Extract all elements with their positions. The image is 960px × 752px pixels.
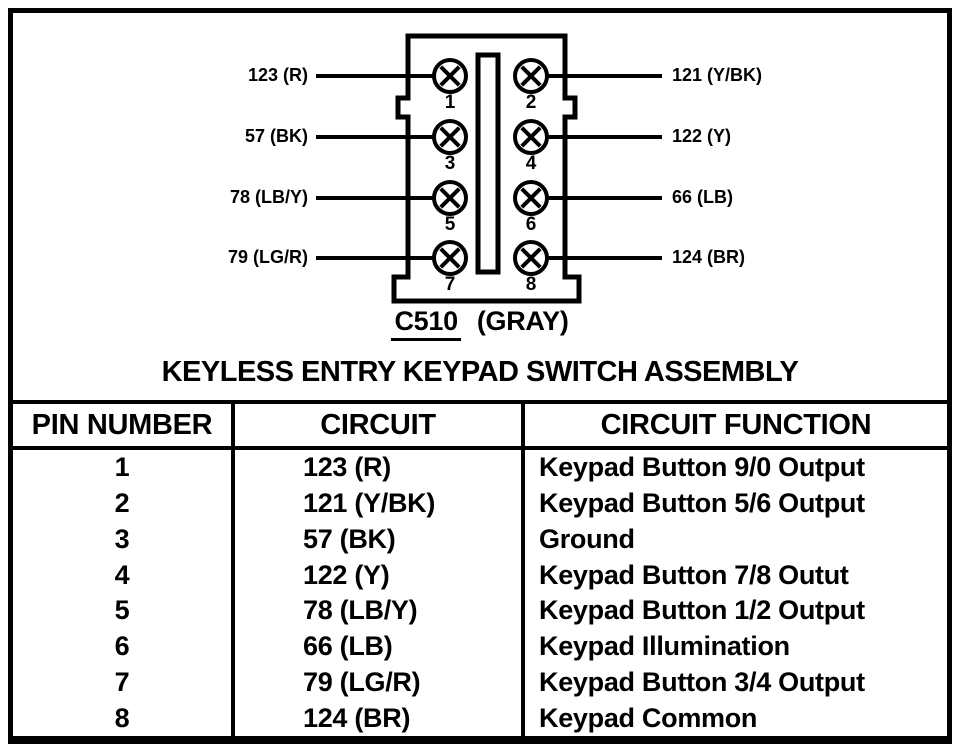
- wire-line-pin8: [545, 256, 662, 260]
- wire-line-pin6: [545, 196, 662, 200]
- table-cell-pin: 3: [13, 521, 235, 558]
- pin-terminal-icon: [432, 119, 468, 155]
- wire-label-pin3: 57 (BK): [244, 126, 308, 146]
- column-header-pin-number: PIN NUMBER: [13, 404, 235, 450]
- wire-label-pin1: 123 (R): [247, 65, 308, 85]
- table-cell-circuit: 122 (Y): [235, 557, 525, 593]
- pin-number: 3: [444, 153, 456, 174]
- wire-label-pin5: 78 (LB/Y): [229, 187, 308, 207]
- connector-caption: C510 (GRAY): [0, 306, 960, 341]
- table-cell-function: Keypad Button 5/6 Output: [539, 488, 865, 519]
- wire-label-pin4: 122 (Y): [672, 126, 732, 146]
- connector-body-drawing: [391, 33, 582, 304]
- pin-number: 1: [444, 92, 456, 113]
- table-cell-function: Keypad Common: [539, 702, 758, 733]
- table-cell-circuit: 124 (BR): [235, 700, 525, 736]
- table-cell-function: Keypad Button 3/4 Output: [539, 666, 865, 697]
- wire-line-pin4: [545, 135, 662, 139]
- table-cell-pin: 5: [13, 593, 235, 629]
- wire-line-pin2: [545, 74, 662, 78]
- pin-number: 6: [525, 214, 537, 235]
- table-cell-circuit: 78 (LB/Y): [235, 593, 525, 629]
- table-cell-circuit: 57 (BK): [235, 521, 525, 558]
- connector-key-slot: [475, 52, 501, 275]
- wire-line-pin7: [316, 256, 436, 260]
- pin-number: 4: [525, 153, 537, 174]
- wire-line-pin1: [316, 74, 436, 78]
- column-header-circuit-function: CIRCUIT FUNCTION: [525, 404, 947, 450]
- wire-line-pin5: [316, 196, 436, 200]
- wire-label-pin6: 66 (LB): [672, 187, 734, 207]
- wire-line-pin3: [316, 135, 436, 139]
- wire-label-pin7: 79 (LG/R): [227, 247, 308, 267]
- pin-terminal-icon: [432, 240, 468, 276]
- pin-terminal-icon: [432, 58, 468, 94]
- table-cell-function: Keypad Button 7/8 Outut: [539, 559, 849, 590]
- wire-label-pin2: 121 (Y/BK): [672, 65, 763, 85]
- connector-id: C510: [391, 306, 461, 341]
- pin-terminal-icon: [432, 180, 468, 216]
- table-cell-pin: 2: [13, 485, 235, 522]
- table-cell-circuit: 79 (LG/R): [235, 664, 525, 701]
- pin-table: PIN NUMBER CIRCUIT CIRCUIT FUNCTION 1 12…: [13, 400, 947, 740]
- table-cell-circuit: 123 (R): [235, 450, 525, 486]
- table-cell-function: Keypad Illumination: [539, 631, 790, 662]
- connector-diagram: 1 2 3 4 5 6 7 8 123 (R) 121 (Y/BK) 57 (B…: [0, 0, 960, 400]
- table-cell-function: Keypad Button 1/2 Output: [539, 595, 865, 626]
- table-cell-function: Ground: [539, 523, 635, 554]
- table-cell-pin: 4: [13, 557, 235, 593]
- table-cell-circuit: 66 (LB): [235, 628, 525, 665]
- pin-terminal-icon: [513, 119, 549, 155]
- pin-number: 8: [525, 274, 537, 295]
- wire-label-pin8: 124 (BR): [672, 247, 746, 267]
- table-cell-circuit: 121 (Y/BK): [235, 485, 525, 522]
- pin-number: 2: [525, 92, 537, 113]
- table-cell-pin: 1: [13, 450, 235, 486]
- connector-color-label: (GRAY): [476, 306, 569, 336]
- pin-terminal-icon: [513, 58, 549, 94]
- table-cell-function: Keypad Button 9/0 Output: [539, 452, 865, 483]
- pin-terminal-icon: [513, 240, 549, 276]
- page-border: [8, 8, 952, 744]
- diagram-title: KEYLESS ENTRY KEYPAD SWITCH ASSEMBLY: [161, 356, 799, 388]
- table-cell-pin: 8: [13, 700, 235, 736]
- pin-number: 5: [444, 214, 456, 235]
- table-cell-pin: 7: [13, 664, 235, 701]
- table-cell-pin: 6: [13, 628, 235, 665]
- column-header-circuit: CIRCUIT: [235, 404, 525, 450]
- pin-number: 7: [444, 274, 456, 295]
- pin-terminal-icon: [513, 180, 549, 216]
